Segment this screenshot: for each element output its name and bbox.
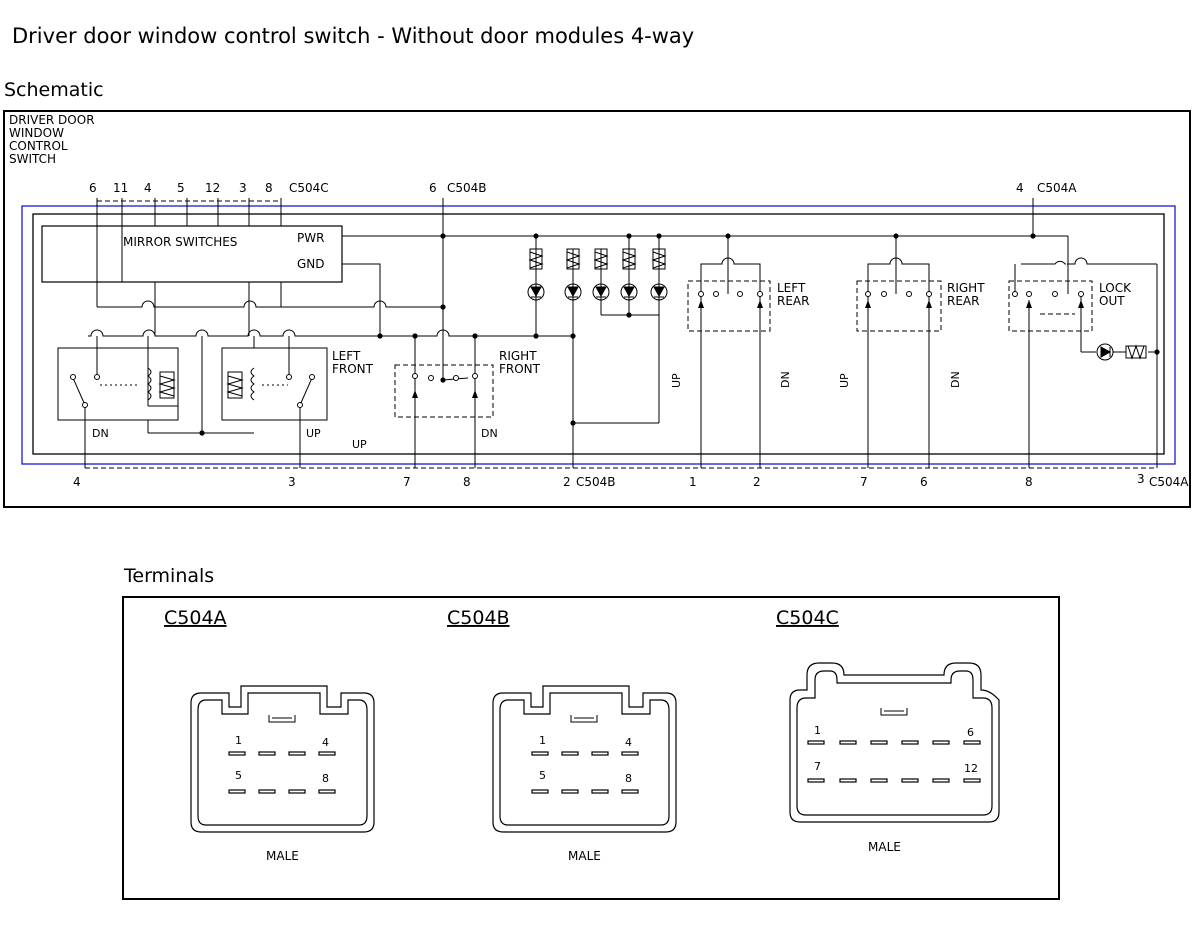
connector-name: C504A xyxy=(164,607,227,629)
right-rear-label: REAR xyxy=(947,294,979,308)
left-rear-label: REAR xyxy=(777,294,809,308)
pin-label: 7 xyxy=(814,760,821,773)
pin-label: 8 xyxy=(322,772,329,785)
left-front-label: FRONT xyxy=(332,362,374,376)
direction-labels: DN UP UP DN UP DN UP DN xyxy=(92,371,962,451)
dn-label: DN xyxy=(949,371,962,388)
led-indicators xyxy=(527,248,1147,361)
lock-out-label: OUT xyxy=(1099,294,1125,308)
mirror-switches-label: MIRROR SWITCHES xyxy=(123,235,237,249)
mirror-switches-block: MIRROR SWITCHES PWR GND xyxy=(41,225,343,283)
top-pin-labels-c504c: 6 11 4 5 12 3 8 C504C xyxy=(89,181,329,195)
pin-label: 3 xyxy=(1137,472,1145,486)
pin-label: 1 xyxy=(539,734,546,747)
gnd-label: GND xyxy=(297,257,325,271)
bottom-pin-labels: 4 3 7 8 2 C504B 1 2 7 6 8 3 C504A xyxy=(73,472,1189,489)
pin-label: 6 xyxy=(89,181,97,195)
pin-label: 1 xyxy=(689,475,697,489)
pin-label: 12 xyxy=(205,181,220,195)
pin-label: 4 xyxy=(73,475,81,489)
page-title: Driver door window control switch - With… xyxy=(12,24,695,48)
connector-label: C504B xyxy=(576,475,616,489)
pin-label: 5 xyxy=(177,181,185,195)
pin-label: 6 xyxy=(429,181,437,195)
dashed-switch-boxes xyxy=(394,280,1093,418)
pin-label: 11 xyxy=(113,181,128,195)
pin-label: 12 xyxy=(964,762,978,775)
pin-label: 5 xyxy=(539,769,546,782)
terminals-frame xyxy=(122,596,1060,900)
pin-label: 3 xyxy=(288,475,296,489)
left-front-label: LEFT xyxy=(332,349,361,363)
lock-out-label: LOCK xyxy=(1099,281,1132,295)
left-rear-label: LEFT xyxy=(777,281,806,295)
pin-label: 4 xyxy=(1016,181,1024,195)
pin-label: 1 xyxy=(814,724,821,737)
pin-label: 6 xyxy=(967,726,974,739)
component-label: DRIVER DOOR WINDOW CONTROL SWITCH xyxy=(9,113,95,166)
switch-body-outline xyxy=(32,213,1165,455)
component-label-line: CONTROL xyxy=(9,139,68,153)
top-pin-labels-c504a: 4 C504A xyxy=(1016,181,1077,195)
up-label: UP xyxy=(306,427,321,440)
connector-label: C504B xyxy=(447,181,487,195)
pin-label: 8 xyxy=(1025,475,1033,489)
pin-label: 4 xyxy=(625,736,632,749)
component-label-line: DRIVER DOOR xyxy=(9,113,95,127)
pin-label: 5 xyxy=(235,769,242,782)
terminals-section-label: Terminals xyxy=(124,565,215,587)
schematic-frame xyxy=(3,110,1191,508)
connector-c504c: C504C 1 6 7 12 MALE xyxy=(776,607,1000,854)
pin-label: 7 xyxy=(860,475,868,489)
dn-label: DN xyxy=(92,427,109,440)
connector-name: C504C xyxy=(776,607,839,629)
connector-label: C504C xyxy=(289,181,329,195)
pin-label: 4 xyxy=(322,736,329,749)
connector-c504b: C504B 1 4 5 8 MALE xyxy=(447,607,677,863)
switch-contacts xyxy=(70,291,1084,408)
pin-label: 2 xyxy=(753,475,761,489)
pin-label: 2 xyxy=(563,475,571,489)
switch-arrows xyxy=(412,300,1084,398)
connector-c504a: C504A 1 4 5 8 MALE xyxy=(164,607,375,863)
switch-labels: LEFT FRONT RIGHT FRONT LEFT REAR RIGHT R… xyxy=(332,281,1132,376)
connector-label: C504A xyxy=(1149,475,1189,489)
pin-label: 8 xyxy=(265,181,273,195)
schematic-section-label: Schematic xyxy=(4,79,104,101)
dn-label: DN xyxy=(481,427,498,440)
relay-coils xyxy=(100,367,288,401)
pwr-label: PWR xyxy=(297,231,324,245)
gender-label: MALE xyxy=(868,840,901,854)
pin-label: 8 xyxy=(463,475,471,489)
right-rear-label: RIGHT xyxy=(947,281,985,295)
connector-c504c-top xyxy=(96,198,282,226)
component-label-line: SWITCH xyxy=(9,152,56,166)
harness-boundary xyxy=(21,205,1176,465)
pin-label: 6 xyxy=(920,475,928,489)
pin-label: 1 xyxy=(235,734,242,747)
top-pin-labels-c504b: 6 C504B xyxy=(429,181,487,195)
pin-label: 8 xyxy=(625,772,632,785)
component-label-line: WINDOW xyxy=(9,126,64,140)
connector-label: C504A xyxy=(1037,181,1077,195)
pin-label: 7 xyxy=(403,475,411,489)
right-front-label: RIGHT xyxy=(499,349,537,363)
connector-name: C504B xyxy=(447,607,510,629)
up-label: UP xyxy=(838,373,851,388)
right-front-label: FRONT xyxy=(499,362,541,376)
dn-label: DN xyxy=(779,371,792,388)
junction-dots xyxy=(199,233,1160,436)
up-label: UP xyxy=(670,373,683,388)
pin-label: 3 xyxy=(239,181,247,195)
gender-label: MALE xyxy=(568,849,601,863)
up-label: UP xyxy=(352,438,367,451)
gender-label: MALE xyxy=(266,849,299,863)
pin-label: 4 xyxy=(144,181,152,195)
